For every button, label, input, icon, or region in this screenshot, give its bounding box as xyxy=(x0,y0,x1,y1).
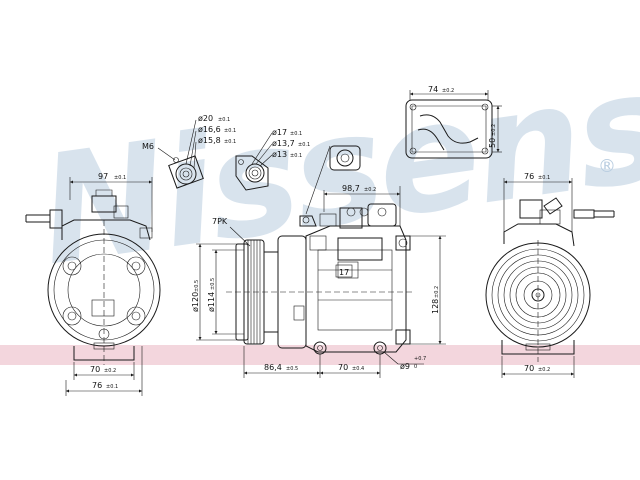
dim-128-tol: ±0.2 xyxy=(434,286,440,298)
dim-d16-6-tol: ±0.1 xyxy=(224,128,236,134)
dim-98-7-tol: ±0.2 xyxy=(364,187,376,193)
dim-70-left: 70 xyxy=(90,365,100,374)
label-7pk: 7PK xyxy=(212,217,228,226)
dim-98-7: 98,7 xyxy=(342,184,360,193)
dim-d17-tol: ±0.1 xyxy=(290,131,302,137)
registered-mark: ® xyxy=(598,156,616,177)
dim-d15-8: ø15,8 xyxy=(198,136,221,145)
dim-d120-tol: ±0.5 xyxy=(194,280,200,292)
dim-d20-tol: ±0.1 xyxy=(218,117,230,123)
rear-end-view xyxy=(25,189,161,365)
dim-76-left: 76 xyxy=(92,381,102,390)
dim-d13-7-tol: ±0.1 xyxy=(298,142,310,148)
dim-d13-tol: ±0.1 xyxy=(290,153,302,159)
label-hole-d9: ø9 xyxy=(400,362,410,371)
dim-d13-7: ø13,7 xyxy=(272,139,295,148)
dim-d13: ø13 xyxy=(272,150,287,159)
fitting-detail-d17 xyxy=(235,132,273,191)
dim-50: 50 xyxy=(488,138,497,148)
fitting-detail-small xyxy=(305,145,361,215)
dim-97: 97 xyxy=(98,172,108,181)
dim-74: 74 xyxy=(428,85,438,94)
dim-d114-tol: ±0.5 xyxy=(210,278,216,290)
dim-76-top: 76 xyxy=(524,172,534,181)
label-m6: M6 xyxy=(142,142,154,151)
side-view xyxy=(226,203,414,355)
label-hole-tol-lower: 0 xyxy=(414,364,417,370)
dim-76-left-tol: ±0.1 xyxy=(106,384,118,390)
fitting-detail-m6 xyxy=(157,119,204,189)
dim-d120: ø120 xyxy=(191,292,200,312)
dim-128: 128 xyxy=(431,299,440,314)
dim-d17: ø17 xyxy=(272,128,287,137)
dim-86-4-tol: ±0.5 xyxy=(286,366,298,372)
dim-70-mid: 70 xyxy=(338,363,348,372)
label-box-17: 17 xyxy=(339,268,349,277)
dim-76-top-tol: ±0.1 xyxy=(538,175,550,181)
dim-d20: ø20 xyxy=(198,114,213,123)
dim-97-tol: ±0.1 xyxy=(114,175,126,181)
label-hole-tol-upper: +0.7 xyxy=(414,356,426,362)
dim-86-4: 86,4 xyxy=(264,363,282,372)
dim-70-left-tol: ±0.2 xyxy=(104,368,116,374)
dim-50-tol: ±0.2 xyxy=(491,124,497,136)
front-end-view xyxy=(485,197,615,362)
dim-d114: ø114 xyxy=(207,292,216,312)
dim-70-right-tol: ±0.2 xyxy=(538,367,550,373)
dim-70-right: 70 xyxy=(524,364,534,373)
flange-view xyxy=(405,99,493,159)
dim-d15-8-tol: ±0.1 xyxy=(224,139,236,145)
dim-74-tol: ±0.2 xyxy=(442,88,454,94)
dim-d16-6: ø16,6 xyxy=(198,125,221,134)
dim-70-mid-tol: ±0.4 xyxy=(352,366,364,372)
